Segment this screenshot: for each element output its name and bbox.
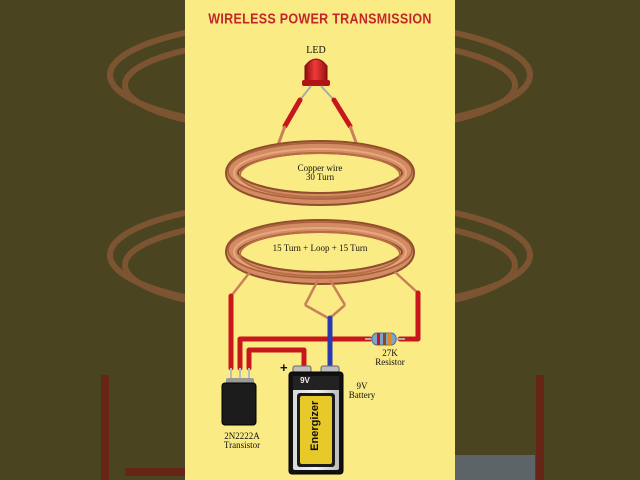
receiver-coil-label: Copper wire 30 Turn bbox=[270, 163, 370, 183]
resistor-component bbox=[365, 332, 405, 346]
led-label: LED bbox=[306, 45, 326, 56]
resistor-label: 27K Resistor bbox=[365, 348, 415, 368]
transistor-label-line1: 2N2222A bbox=[224, 431, 260, 441]
coil-tails bbox=[231, 271, 419, 320]
transistor-label-line2: Transistor bbox=[223, 440, 261, 451]
transistor-component bbox=[221, 368, 257, 426]
battery-component bbox=[288, 365, 344, 475]
page-title: WIRELESS POWER TRANSMISSION bbox=[208, 10, 432, 28]
red-wires bbox=[228, 290, 421, 371]
receiver-coil bbox=[225, 140, 415, 206]
transmitter-coil-label: 15 Turn + Loop + 15 Turn bbox=[272, 243, 368, 253]
resistor-label-line1: 27K bbox=[382, 348, 398, 358]
led-leads bbox=[282, 97, 353, 129]
receiver-coil-label-line2: 30 Turn bbox=[305, 172, 335, 183]
battery-label-line1: 9V bbox=[356, 381, 368, 391]
resistor-label-line2: Resistor bbox=[375, 357, 405, 368]
battery-brand-print: Energizer bbox=[309, 400, 322, 451]
battery-label-line2: Battery bbox=[348, 390, 376, 401]
battery-plus-sign: + bbox=[280, 360, 288, 375]
battery-label: 9V Battery bbox=[340, 381, 384, 401]
led-component bbox=[299, 58, 335, 101]
transistor-label: 2N2222A Transistor bbox=[210, 431, 274, 451]
transmitter-coil bbox=[225, 219, 415, 285]
receiver-coil-label-line1: Copper wire bbox=[297, 163, 343, 173]
battery-voltage-print: 9V bbox=[300, 376, 310, 385]
